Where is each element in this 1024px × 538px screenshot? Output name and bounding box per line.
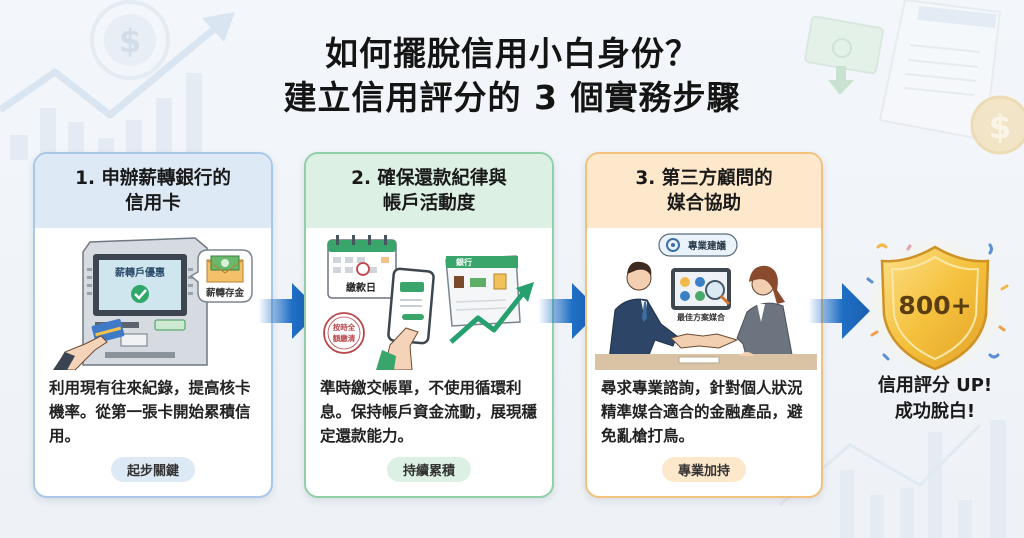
page-title: 如何擺脫信用小白身份？ 建立信用評分的 3 個實務步驟 <box>0 32 1024 120</box>
result-badge: 800+ 信用評分 UP! 成功脫白! <box>850 235 1020 445</box>
result-caption: 信用評分 UP! 成功脫白! <box>850 373 1020 425</box>
gear-icon: 專業建議 <box>658 233 738 257</box>
title-line-2: 建立信用評分的 3 個實務步驟 <box>283 78 741 117</box>
title-line-1: 如何擺脫信用小白身份？ <box>325 34 699 73</box>
handshake-icon <box>670 333 739 349</box>
result-caption-line-2: 成功脫白! <box>894 401 976 422</box>
tablet-icon: 最佳方案媒合 <box>671 268 731 322</box>
atm-illustration: 薪轉戶優惠 薪轉存金 <box>53 237 253 370</box>
svg-text:專業建議: 專業建議 <box>688 240 727 252</box>
svg-text:按時全: 按時全 <box>333 322 356 332</box>
calendar-icon: 繳款日 <box>327 235 397 299</box>
step-1-heading-line-1: 1. 申辦薪轉銀行的 <box>75 168 231 189</box>
step-2-tag: 持續累積 <box>386 457 472 482</box>
step-2-heading-line-1: 2. 確保還款紀律與 <box>351 168 507 189</box>
svg-text:銀行: 銀行 <box>455 257 472 267</box>
credit-score-value: 800+ <box>898 291 972 320</box>
step-3-heading: 3. 第三方顧問的 媒合協助 <box>587 154 821 228</box>
smartphone-icon <box>376 267 435 370</box>
step-3-tag: 專業加持 <box>661 457 747 482</box>
check-icon <box>131 285 149 303</box>
step-2-description: 準時繳交帳單，不使用循環利息。保持帳戶資金流動，展現穩定還款能力。 <box>320 379 538 445</box>
svg-text:薪轉戶優惠: 薪轉戶優惠 <box>115 266 165 279</box>
svg-text:額繳清: 額繳清 <box>332 333 356 343</box>
svg-text:最佳方案媒合: 最佳方案媒合 <box>677 312 726 322</box>
advisor-illustration: 專業建議 最佳方案媒合 <box>595 233 817 370</box>
step-2-heading: 2. 確保還款紀律與 帳戶活動度 <box>306 154 552 228</box>
magnifier-icon <box>705 280 725 300</box>
step-1-heading: 1. 申辦薪轉銀行的 信用卡 <box>35 154 271 228</box>
step-card-3: 3. 第三方顧問的 媒合協助 專業建議 最佳方案媒合 <box>585 152 823 498</box>
bank-statement-icon: 銀行 <box>445 255 521 327</box>
arrow-right-icon <box>808 283 870 339</box>
step-2-heading-line-2: 帳戶活動度 <box>382 193 476 214</box>
repayment-illustration: 繳款日 按時全 額繳清 銀行 <box>323 235 534 370</box>
step-3-description: 尋求專業諮詢，針對個人狀況精準媒合適合的金融產品，避免亂槍打鳥。 <box>601 379 803 445</box>
arrow-right-icon <box>538 283 600 339</box>
svg-text:薪轉存金: 薪轉存金 <box>206 287 245 299</box>
envelope-money-icon: 薪轉存金 <box>189 249 253 303</box>
step-card-2: 2. 確保還款紀律與 帳戶活動度 繳款日 按時全 額繳清 <box>304 152 554 498</box>
step-3-heading-line-1: 3. 第三方顧問的 <box>635 168 773 189</box>
stamp-icon: 按時全 額繳清 <box>323 312 365 354</box>
trend-up-arrow-icon <box>449 282 534 344</box>
svg-text:繳款日: 繳款日 <box>346 281 376 294</box>
step-card-1: 1. 申辦薪轉銀行的 信用卡 薪轉戶優惠 <box>33 152 273 498</box>
gold-shield-icon <box>865 235 1009 375</box>
step-1-tag: 起步關鍵 <box>110 457 196 482</box>
step-1-description: 利用現有往來紀錄，提高核卡機率。從第一張卡開始累積信用。 <box>49 379 251 445</box>
result-caption-line-1: 信用評分 UP! <box>877 375 993 396</box>
step-3-heading-line-2: 媒合協助 <box>666 193 741 214</box>
step-1-heading-line-2: 信用卡 <box>125 193 181 214</box>
